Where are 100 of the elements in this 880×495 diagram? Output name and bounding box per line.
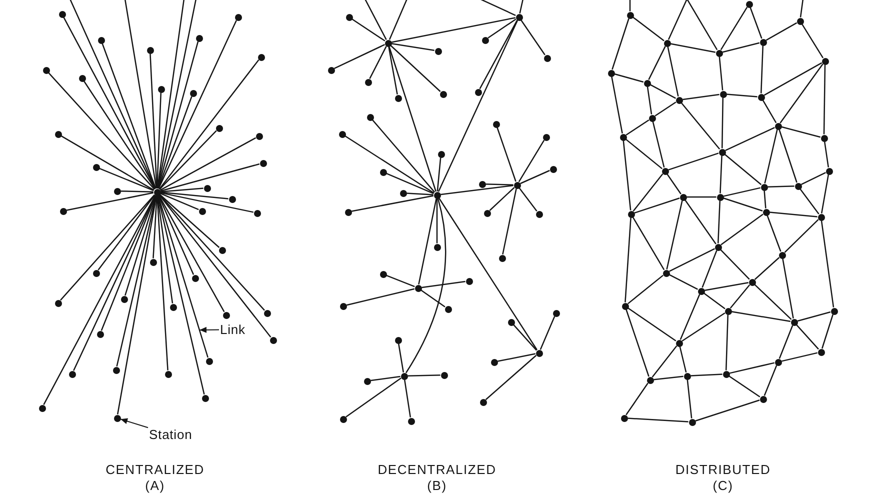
link-line [667,46,679,97]
link-line [158,60,260,190]
link-line [764,129,778,184]
link-line [98,194,156,270]
link-line [334,44,385,69]
link-line [632,174,664,212]
panel-caption: CENTRALIZED [106,462,204,477]
link-line [540,316,556,350]
link-line [764,62,822,96]
panel-caption: (B) [427,478,447,493]
link-line [764,190,766,208]
link-line [83,80,156,190]
link-line [386,274,415,288]
link-line [628,308,676,342]
link-line [684,200,716,244]
link-line [784,219,819,253]
link-line [628,418,688,422]
link-line [686,0,718,50]
link-line [754,257,780,280]
link-line [680,102,720,150]
callout-label: Station [149,427,192,442]
link-line [422,280,466,288]
link-line [612,18,630,70]
link-line [158,20,237,189]
link-line [820,174,830,214]
link-line [629,0,631,12]
link-line [632,16,664,42]
link-line [158,194,272,338]
link-line [43,195,156,405]
link-line [436,198,438,244]
link-line [750,7,762,39]
leader-line [199,326,220,333]
link-line [392,42,434,52]
link-line [160,188,204,192]
link-line [720,249,750,280]
link-line [99,168,154,192]
link-line [364,0,387,40]
link-line [120,190,154,193]
callout-label: Link [220,322,246,337]
link-line [622,140,632,210]
link-line [797,311,831,322]
link-line [159,194,220,248]
link-line [519,0,524,14]
link-line [668,0,688,40]
link-line [369,46,387,79]
link-line [723,198,763,212]
link-line [778,129,798,183]
link-line [718,56,724,90]
link-line [801,172,826,185]
link-line [654,102,676,116]
link-line [158,194,225,312]
link-line [725,314,729,370]
panel-caption: (C) [712,478,734,493]
panel-caption: DISTRIBUTED [675,462,771,477]
link-line [386,172,434,194]
link-line [156,196,168,370]
link-line [800,188,820,214]
link-line [724,154,762,186]
panel-caption: DECENTRALIZED [378,462,496,477]
link-line [781,352,818,362]
link-line [704,292,726,310]
link-line [654,376,684,380]
link-line [720,156,722,194]
link-line [614,73,644,83]
link-line [721,98,724,148]
link-line [156,92,162,188]
link-line [420,290,446,308]
link-line [686,380,692,418]
link-line [372,119,436,193]
link-line [760,46,764,94]
link-line [628,274,664,304]
link-line [158,96,192,189]
link-line [766,22,798,41]
link-line [679,346,687,373]
link-line [822,314,834,349]
link-line [768,185,794,188]
link-line [485,354,537,400]
link-line [160,192,199,210]
link-line [669,248,715,272]
link-line [346,288,415,306]
link-line [398,344,404,372]
link-line [680,294,700,340]
link-line [778,325,794,359]
link-line [611,76,623,134]
link-line [102,43,156,189]
link-line [436,158,442,192]
link-line [729,362,775,374]
link-line [782,258,794,318]
link-line [626,119,650,136]
link-line [160,137,256,191]
link-line [66,192,154,211]
link-line [730,284,750,308]
link-line [157,195,205,395]
link-line [346,378,402,418]
link-line [646,86,652,114]
link-line [669,274,698,290]
link-line [666,174,682,194]
link-line [344,135,434,194]
link-line [801,24,824,58]
link-line [160,192,228,200]
